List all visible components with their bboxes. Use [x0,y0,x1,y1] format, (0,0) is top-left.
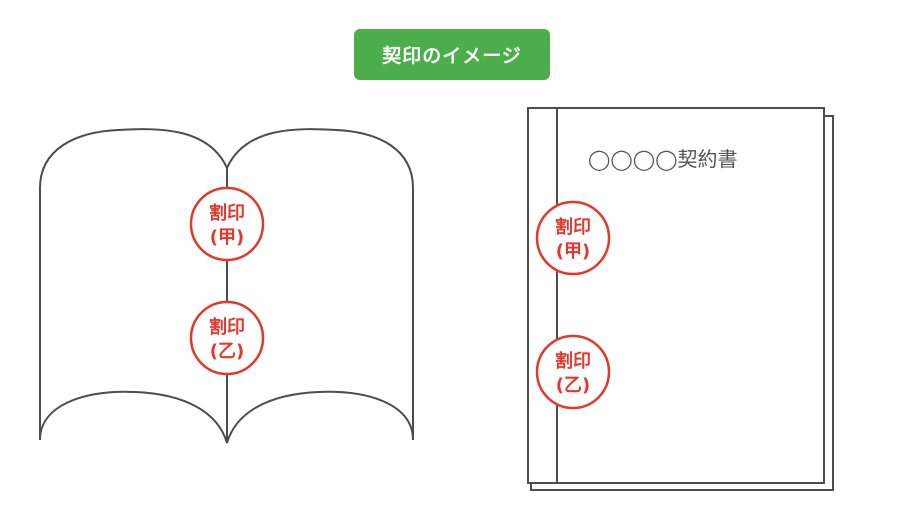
book-seal-otsu: 割印 (乙) [189,300,265,376]
book-right-page [226,128,414,444]
book-seal-kou-top: 割印 [209,202,245,224]
contract-title: ◯◯◯◯契約書 [588,147,738,171]
contract-seal-otsu-top: 割印 [555,350,591,372]
book-left-page [39,128,228,444]
book-seal-kou: 割印 (甲) [189,186,265,262]
contract-document [527,107,834,491]
contract-seal-kou-bottom: (甲) [556,241,590,262]
title-text: 契印のイメージ [382,45,522,67]
book-seal-kou-bottom: (甲) [210,227,244,248]
contract-seal-otsu-bottom: (乙) [556,375,590,396]
title-badge: 契印のイメージ [354,29,550,80]
book-seal-otsu-bottom: (乙) [210,341,244,362]
contract-seal-otsu: 割印 (乙) [535,334,611,410]
open-book [39,128,414,444]
contract-seal-kou-top: 割印 [555,216,591,238]
contract-seal-kou: 割印 (甲) [535,200,611,276]
book-seal-otsu-top: 割印 [209,316,245,338]
contract-front-page [527,107,825,484]
